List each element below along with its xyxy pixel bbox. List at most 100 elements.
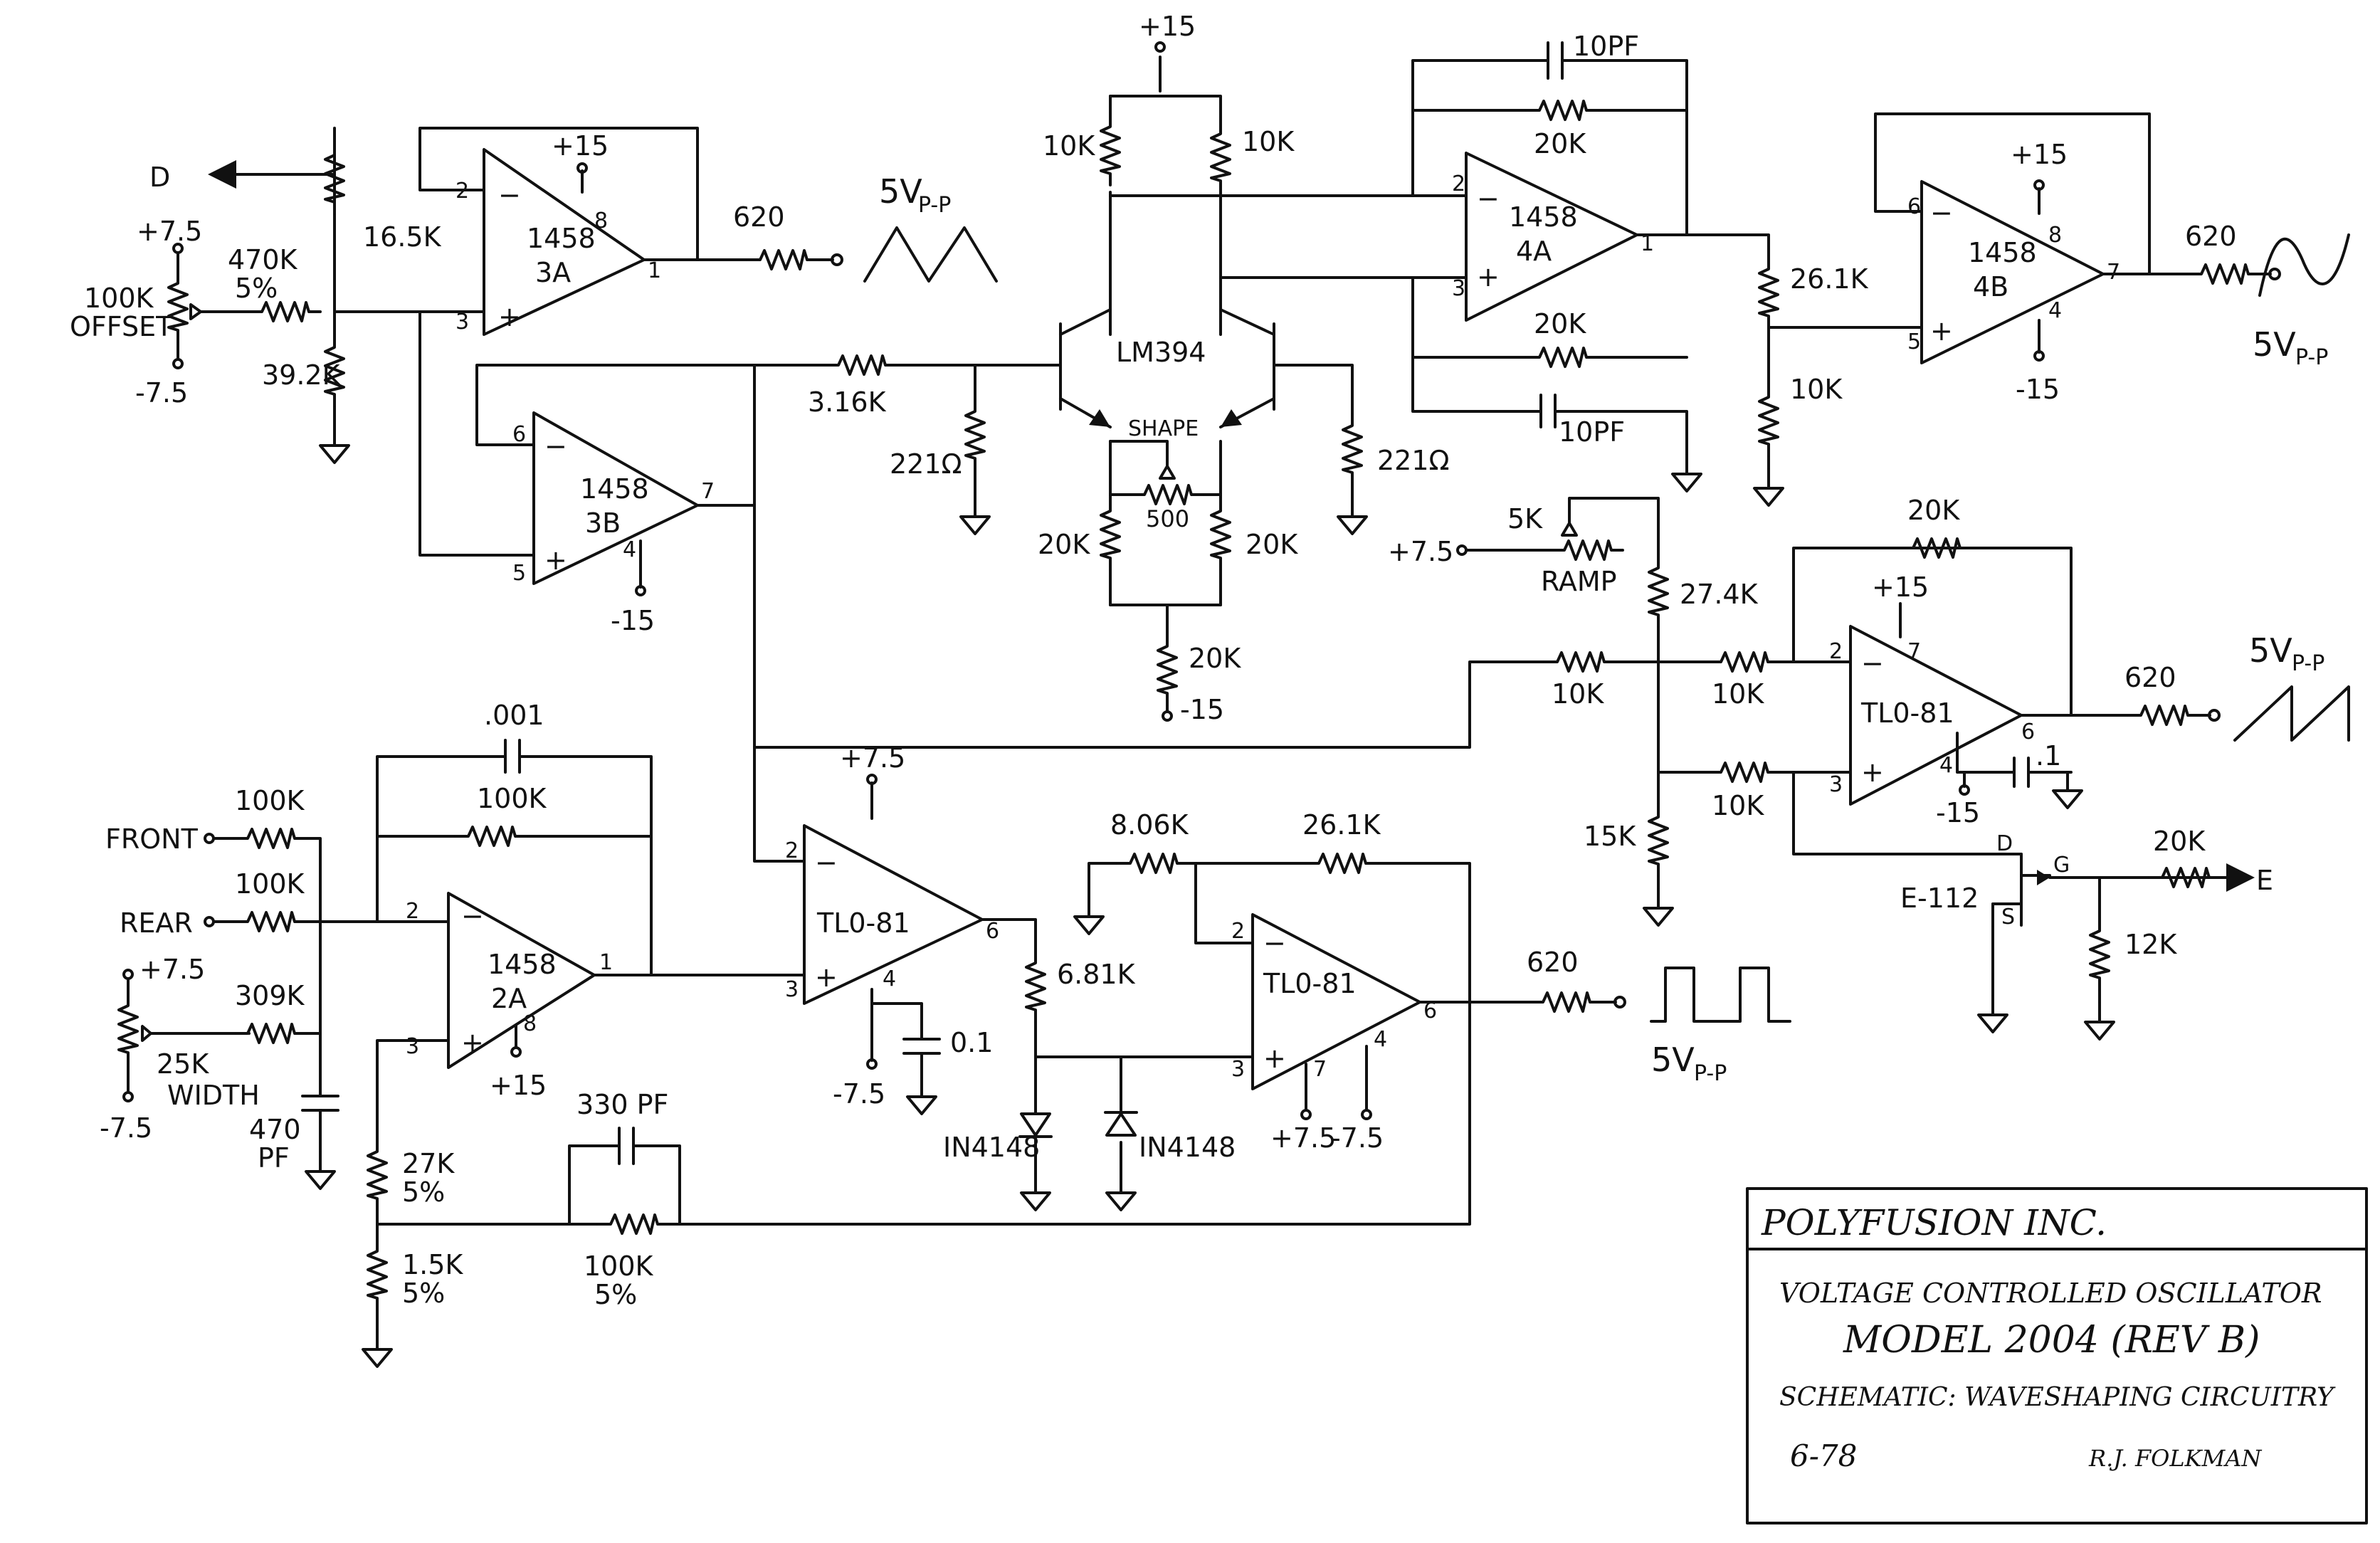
- svg-text:-7.5: -7.5: [833, 1078, 885, 1110]
- svg-text:OFFSET: OFFSET: [70, 311, 173, 342]
- svg-text:-7.5: -7.5: [135, 377, 188, 409]
- svg-text:20K: 20K: [1038, 529, 1090, 560]
- op-amp-4b: 1458 4B − + 6 5 7 8 4 +15 -15: [1907, 139, 2120, 405]
- title-line3: SCHEMATIC: WAVESHAPING CIRCUITRY: [1779, 1383, 2336, 1412]
- svg-text:4B: 4B: [1973, 271, 2008, 302]
- svg-text:6: 6: [1423, 999, 1437, 1023]
- svg-text:3: 3: [456, 310, 469, 335]
- svg-text:330 PF: 330 PF: [576, 1089, 668, 1120]
- svg-text:5%: 5%: [402, 1278, 445, 1309]
- svg-text:TL0-81: TL0-81: [816, 907, 910, 939]
- svg-text:10K: 10K: [1043, 130, 1095, 162]
- svg-text:+: +: [1861, 757, 1884, 788]
- svg-text:7: 7: [2107, 260, 2120, 285]
- svg-text:5K: 5K: [1507, 503, 1543, 534]
- svg-text:G: G: [2053, 853, 2070, 878]
- svg-text:+15: +15: [1139, 11, 1196, 42]
- svg-text:1: 1: [1641, 231, 1654, 256]
- svg-text:4: 4: [2048, 298, 2062, 323]
- svg-text:7: 7: [701, 479, 715, 504]
- svg-text:20K: 20K: [1189, 643, 1241, 674]
- svg-text:1458: 1458: [1968, 237, 2037, 268]
- svg-text:1458: 1458: [488, 949, 557, 980]
- svg-text:26.1K: 26.1K: [1302, 809, 1381, 841]
- svg-text:+: +: [815, 962, 838, 993]
- svg-text:4: 4: [1374, 1027, 1387, 1052]
- svg-text:10K: 10K: [1552, 678, 1604, 710]
- svg-text:309K: 309K: [235, 980, 305, 1011]
- svg-text:5: 5: [512, 561, 526, 586]
- op-amp-tl081-ramp: TL0-81 − + 2 3 6 7 4 +15 -15: [1829, 572, 2035, 828]
- svg-text:0.1: 0.1: [950, 1027, 993, 1058]
- jfet-e112: D S G E-112: [1900, 831, 2070, 930]
- svg-text:20K: 20K: [1907, 495, 1960, 526]
- svg-text:8: 8: [594, 209, 608, 233]
- svg-text:10K: 10K: [1790, 374, 1843, 405]
- svg-text:-15: -15: [1936, 797, 1980, 828]
- svg-text:+7.5: +7.5: [1388, 536, 1453, 567]
- svg-text:IN4148: IN4148: [943, 1132, 1040, 1163]
- svg-text:+: +: [544, 544, 567, 576]
- svg-text:4A: 4A: [1516, 236, 1552, 267]
- svg-text:.001: .001: [484, 700, 544, 731]
- svg-text:P-P: P-P: [2295, 345, 2328, 370]
- svg-text:100K: 100K: [477, 783, 547, 814]
- svg-text:8: 8: [523, 1011, 537, 1036]
- svg-text:−: −: [544, 431, 567, 462]
- svg-text:2A: 2A: [491, 983, 527, 1014]
- svg-text:2: 2: [1231, 919, 1245, 944]
- svg-text:+7.5: +7.5: [840, 742, 905, 774]
- svg-text:−: −: [1930, 197, 1953, 228]
- svg-text:FRONT: FRONT: [105, 823, 199, 855]
- svg-text:+15: +15: [490, 1070, 547, 1101]
- svg-text:+15: +15: [552, 130, 609, 162]
- resistors: 620 16.5K 39.2K 470K 5% +7.5 -7.5 100K O…: [70, 100, 2281, 1311]
- svg-text:1.5K: 1.5K: [402, 1249, 463, 1280]
- svg-text:16.5K: 16.5K: [363, 221, 442, 253]
- svg-text:6: 6: [986, 919, 999, 944]
- svg-text:S: S: [2001, 905, 2015, 930]
- svg-text:620: 620: [1527, 947, 1579, 978]
- lm394-transistor-pair: LM394 +15 SHAPE 500: [1059, 11, 1275, 532]
- svg-text:10K: 10K: [1712, 678, 1764, 710]
- svg-text:3B: 3B: [585, 507, 621, 539]
- svg-text:620: 620: [2124, 662, 2176, 693]
- svg-text:620: 620: [733, 201, 785, 233]
- svg-text:26.1K: 26.1K: [1790, 263, 1869, 295]
- svg-text:TL0-81: TL0-81: [1860, 697, 1954, 729]
- svg-text:6: 6: [1907, 194, 1921, 219]
- svg-text:100K: 100K: [84, 283, 154, 314]
- diodes: IN4148 IN4148: [943, 1111, 1236, 1163]
- svg-text:+15: +15: [1872, 572, 1929, 603]
- op-amp-tl081-square: TL0-81 − + 2 3 6 7 4 +7.5 -7.5: [1231, 913, 1437, 1154]
- svg-text:6: 6: [512, 422, 526, 447]
- svg-text:E: E: [2256, 865, 2273, 896]
- svg-text:-15: -15: [1180, 694, 1224, 725]
- svg-text:D: D: [149, 162, 170, 193]
- svg-text:WIDTH: WIDTH: [167, 1080, 260, 1111]
- svg-text:PF: PF: [258, 1142, 290, 1174]
- svg-text:10PF: 10PF: [1573, 31, 1639, 62]
- wires: [127, 56, 2272, 1332]
- svg-text:5V: 5V: [2249, 631, 2292, 670]
- svg-text:20K: 20K: [1246, 529, 1298, 560]
- svg-text:7: 7: [1313, 1057, 1327, 1082]
- svg-text:4: 4: [623, 537, 636, 562]
- svg-text:8: 8: [2048, 223, 2062, 248]
- title-company: POLYFUSION INC.: [1761, 1202, 2107, 1243]
- svg-text:3: 3: [785, 977, 799, 1002]
- svg-text:IN4148: IN4148: [1139, 1132, 1236, 1163]
- svg-text:1: 1: [599, 950, 613, 975]
- svg-text:-15: -15: [611, 605, 655, 636]
- op-amp-2a: 1458 2A − + 2 3 1 8 +15: [406, 892, 613, 1101]
- svg-text:+7.5: +7.5: [139, 954, 205, 985]
- output-waveforms: D E 5V P-P 5V P-P 5V P-P 5V P-P: [149, 160, 2350, 1086]
- svg-text:−: −: [815, 847, 838, 878]
- capacitors: 10PF 10PF .1 .001 470 PF 330 PF 0.1: [249, 31, 2061, 1174]
- op-amp-3b: 1458 3B − + 6 5 7 4 -15: [512, 411, 715, 636]
- svg-text:221Ω: 221Ω: [1377, 445, 1450, 476]
- svg-text:+7.5: +7.5: [137, 216, 202, 247]
- svg-text:−: −: [1477, 183, 1500, 214]
- svg-text:8.06K: 8.06K: [1110, 809, 1189, 841]
- svg-text:−: −: [461, 900, 484, 932]
